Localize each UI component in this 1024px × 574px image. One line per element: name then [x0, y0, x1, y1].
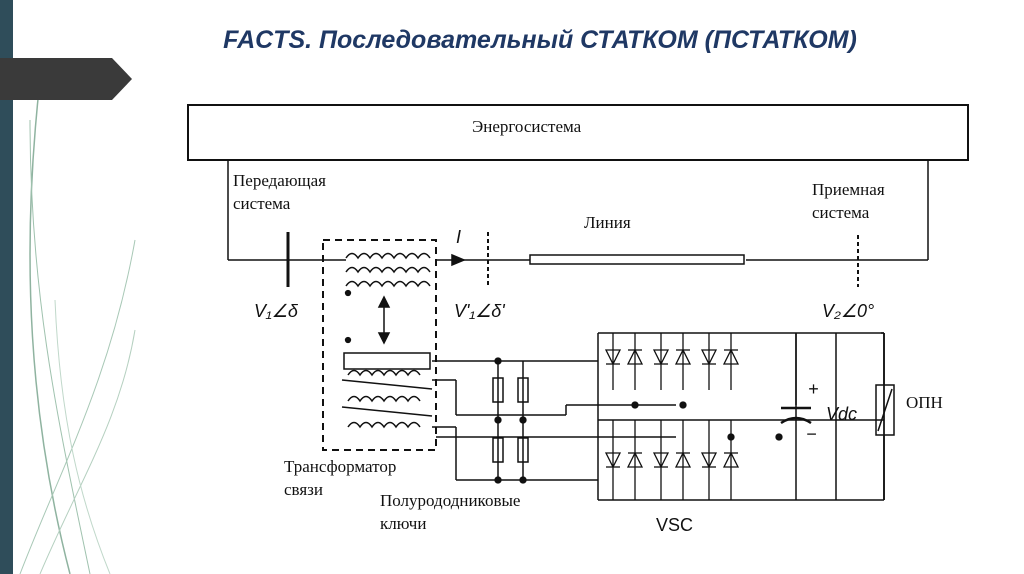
sending-system-label-1: Передающая [233, 171, 326, 190]
current-arrow [451, 253, 466, 267]
minus-sign: − [806, 424, 817, 444]
transformer-label-2: связи [284, 480, 323, 499]
page-title: FACTS. Последовательный СТАТКОМ (ПСТАТКО… [223, 26, 857, 54]
line-label: Линия [584, 213, 631, 232]
receiving-system-label-1: Приемная [812, 180, 885, 199]
left-accent-bar [0, 0, 13, 574]
vsc-label: VSC [656, 515, 693, 535]
coupling-transformer-box [322, 239, 437, 451]
plus-sign: + [808, 379, 819, 399]
vdc-label: Vdc [826, 404, 857, 424]
current-label: I [456, 227, 461, 247]
series-statcom-diagram: Энергосистема Передающая система Линия П… [187, 104, 969, 535]
sending-system-label-2: система [233, 194, 291, 213]
arrester-box [875, 384, 895, 436]
receiving-system-label-2: система [812, 203, 870, 222]
decorative-curves [19, 79, 136, 574]
power-system-block [187, 104, 969, 161]
v1-prime-label: V'₁∠δ' [454, 301, 505, 321]
power-system-label: Энергосистема [472, 117, 582, 136]
v1-label: V₁∠δ [254, 301, 299, 321]
arrester-label: ОПН [906, 393, 943, 412]
title-tab-arrow [0, 58, 132, 100]
line-element [529, 254, 745, 265]
switches-label-1: Полурододниковые [380, 491, 520, 510]
transformer-label-1: Трансформатор [284, 457, 396, 476]
switches-label-2: ключи [380, 514, 426, 533]
v2-label: V₂∠0° [822, 301, 874, 321]
